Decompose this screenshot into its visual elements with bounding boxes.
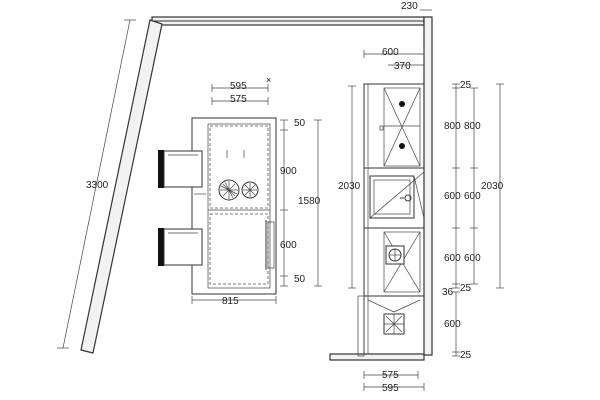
island-overhang-top-label: 50 xyxy=(294,118,306,129)
slanted-wall: 3300 xyxy=(57,19,163,354)
tall-lower-dim-0: 36 xyxy=(442,287,454,298)
island-depth-total-label: 1580 xyxy=(298,196,321,207)
tall-height-left-label: 2030 xyxy=(338,181,361,192)
tall-unit: 600 370 xyxy=(329,47,504,394)
stool-bottom xyxy=(158,228,203,266)
tall-height-right-label: 2030 xyxy=(481,181,504,192)
tall-width-bottom-inner-label: 575 xyxy=(382,370,399,381)
island: 595 × 575 xyxy=(191,75,322,307)
stool-top xyxy=(158,150,203,188)
tall-inner-dim-3: 600 xyxy=(444,253,461,264)
tall-width-bottom-outer-label: 595 xyxy=(382,383,399,394)
wall-length-label: 3300 xyxy=(86,180,109,191)
island-close-mark-icon: × xyxy=(266,75,271,85)
island-overhang-bottom-label: 50 xyxy=(294,274,306,285)
tall-outer-dim-0: 800 xyxy=(464,121,481,132)
top-offset-label: 230 xyxy=(401,1,418,12)
island-cooktop xyxy=(218,179,259,201)
tall-inner-dim-2: 600 xyxy=(444,191,461,202)
dim-top-offset: 230 xyxy=(401,1,432,12)
island-lower-section-label: 600 xyxy=(280,240,297,251)
tall-lower-dim-1: 600 xyxy=(444,319,461,330)
bar-stools xyxy=(158,150,203,266)
island-sink-section-label: 900 xyxy=(280,166,297,177)
island-width-inner-label: 575 xyxy=(230,94,247,105)
tall-lower-dim-2: 25 xyxy=(460,350,472,361)
tall-width-top-label: 600 xyxy=(382,47,399,58)
island-depth-label: 815 xyxy=(222,296,239,307)
tall-width-inner-top-label: 370 xyxy=(394,61,411,72)
tall-inner-dim-0: 25 xyxy=(460,80,472,91)
tall-inner-dim-4: 25 xyxy=(460,283,472,294)
tall-inner-dim-1: 800 xyxy=(444,121,461,132)
tall-outer-dim-2: 600 xyxy=(464,253,481,264)
island-width-outer-label: 595 xyxy=(230,81,247,92)
tall-outer-dim-1: 600 xyxy=(464,191,481,202)
